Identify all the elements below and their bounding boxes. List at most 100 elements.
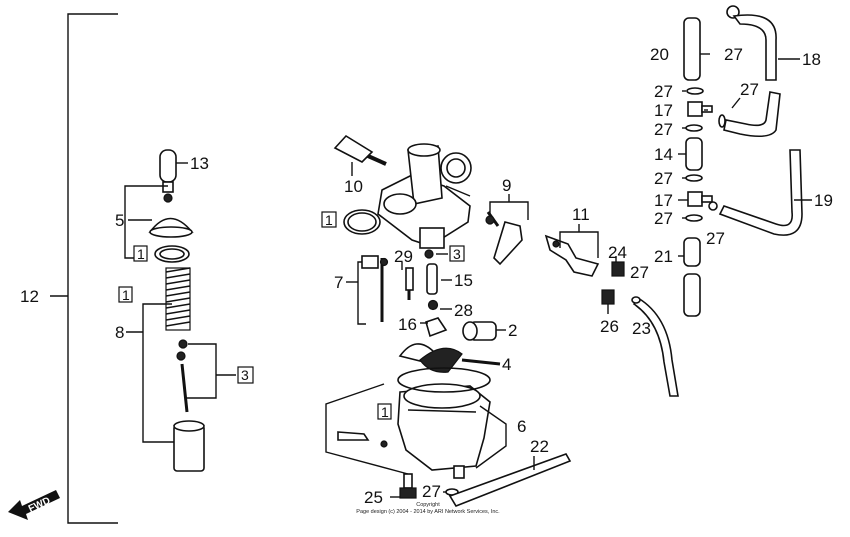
drain-screw [337, 431, 370, 441]
copyright-line1: Copyright [416, 502, 440, 508]
bracket-3-left [186, 343, 236, 399]
joint-17-lower [687, 191, 718, 211]
clip-27-row3 [685, 174, 703, 182]
callout-13: 13 [190, 154, 209, 173]
callout-27-bottom: 27 [422, 482, 441, 501]
callout-27-right1: 27 [740, 80, 759, 99]
callout-27-right2: 27 [706, 229, 725, 248]
hose-19 [718, 149, 803, 236]
washer-3-center [424, 249, 448, 259]
callout-16: 16 [398, 315, 417, 334]
callout-18: 18 [802, 50, 821, 69]
callout-8: 8 [115, 323, 124, 342]
callout-27-hose23: 27 [630, 263, 649, 282]
oring-1-center [343, 209, 381, 235]
float-4 [398, 343, 501, 373]
callout-2: 2 [508, 321, 517, 340]
callout-1-spring: 1 [122, 287, 130, 303]
hose-14 [685, 137, 703, 171]
callout-10: 10 [344, 177, 363, 196]
pilot-screw [485, 211, 500, 227]
callout-25: 25 [364, 488, 383, 507]
hose-22 [448, 453, 572, 507]
hose-21-lower [683, 273, 701, 317]
gasket-1-left [154, 245, 190, 263]
bracket-6 [325, 383, 507, 475]
callout-24: 24 [608, 243, 627, 262]
callout-27-row2: 27 [654, 120, 673, 139]
jet-28 [427, 299, 452, 311]
callout-5: 5 [115, 211, 124, 230]
box-3-center [449, 245, 465, 262]
bolt-25 [390, 473, 417, 499]
bracket-8 [126, 303, 174, 443]
lever-11 [544, 224, 600, 277]
hose-23 [631, 296, 679, 397]
callout-28: 28 [454, 301, 473, 320]
bracket-12 [50, 13, 118, 524]
callout-1-left: 1 [137, 246, 145, 262]
callout-15: 15 [454, 271, 473, 290]
callout-22: 22 [530, 437, 549, 456]
clip-27-row4 [685, 214, 703, 222]
box-1-bowl [377, 403, 392, 420]
fwd-arrow: FWD [8, 490, 60, 520]
box-1-spring [118, 286, 133, 303]
top-cover-5 [128, 217, 194, 238]
callout-1-bowl: 1 [381, 404, 389, 420]
clip-27-row2 [685, 124, 703, 132]
callout-14: 14 [654, 145, 673, 164]
joint-17-top [687, 101, 713, 117]
jet-7-assembly [346, 255, 389, 325]
callout-17-lower: 17 [654, 191, 673, 210]
hose-18-lower [718, 91, 781, 138]
callout-1-center: 1 [325, 212, 333, 228]
box-1-center [321, 211, 337, 228]
throttle-valve [173, 420, 205, 472]
callout-23: 23 [632, 319, 651, 338]
callout-6: 6 [517, 417, 526, 436]
leader-lines-center [401, 256, 617, 314]
jet-15 [426, 263, 452, 295]
bowl-gasket [397, 367, 491, 393]
lever-9 [489, 194, 529, 266]
callout-3-left: 3 [241, 367, 249, 383]
carb-body [377, 143, 472, 249]
callout-26: 26 [600, 317, 619, 336]
callout-12: 12 [20, 287, 39, 306]
spring-8 [165, 267, 191, 331]
cap-13 [159, 149, 188, 203]
callout-27-row4: 27 [654, 209, 673, 228]
callout-27-row3: 27 [654, 169, 673, 188]
float-2 [462, 321, 506, 341]
callout-21: 21 [654, 247, 673, 266]
fwd-label: FWD [27, 495, 52, 515]
callout-3-center: 3 [453, 246, 461, 262]
callout-20: 20 [650, 45, 669, 64]
callout-4: 4 [502, 355, 511, 374]
box-3-left [237, 366, 254, 384]
callout-11: 11 [572, 205, 590, 224]
screw-26 [601, 289, 615, 305]
hose-20 [683, 17, 701, 81]
jet-29 [405, 267, 414, 300]
bracket-5 [124, 185, 168, 259]
box-1-left [133, 245, 148, 262]
oring-1-bowl [380, 440, 388, 448]
float-valve-16 [420, 317, 448, 338]
screw-24 [611, 261, 625, 277]
callout-29: 29 [394, 247, 413, 266]
callout-17-top: 17 [654, 101, 673, 120]
float-bowl [397, 383, 491, 479]
leader-lines-right [678, 53, 812, 257]
callout-9: 9 [502, 176, 511, 195]
hose-18-top [732, 14, 777, 81]
callout-27-top: 27 [724, 45, 743, 64]
callout-27-row1: 27 [654, 82, 673, 101]
needle-clip [176, 339, 189, 413]
clip-27-row1 [686, 87, 704, 95]
callout-7: 7 [334, 273, 343, 292]
hose-21 [683, 237, 701, 267]
copyright-line2: Page design (c) 2004 - 2014 by ARI Netwo… [356, 509, 500, 515]
